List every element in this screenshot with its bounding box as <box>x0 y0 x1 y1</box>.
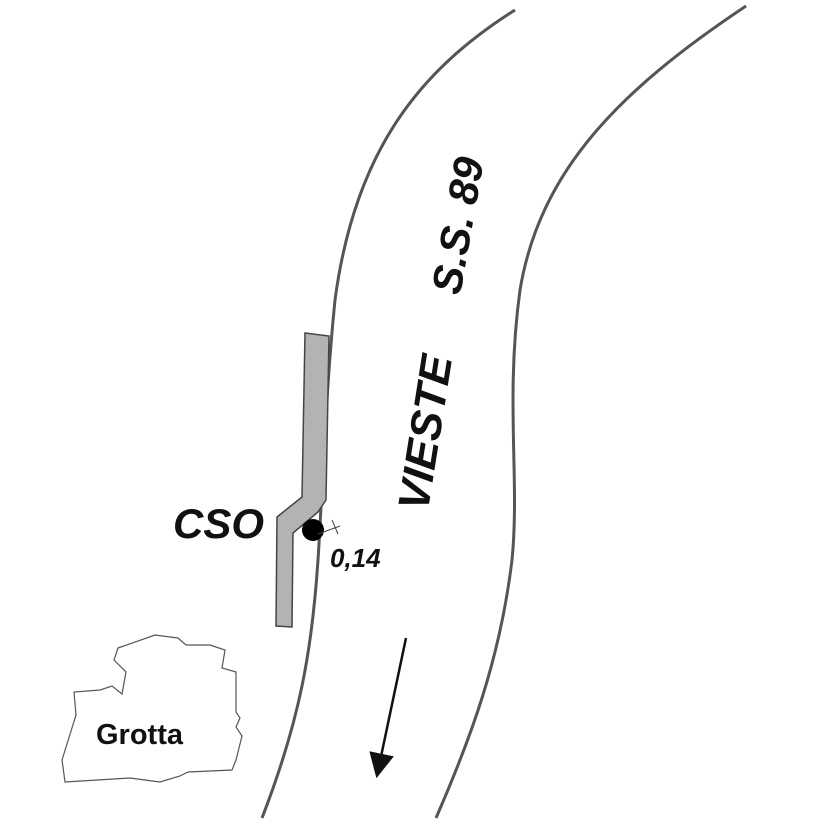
station-tick <box>317 525 341 535</box>
road-direction-label: VIESTE <box>389 350 462 514</box>
station-marker-icon <box>302 519 324 541</box>
road-right-edge <box>434 4 747 819</box>
road-left-edge <box>260 8 516 819</box>
station-label: CSO <box>173 500 264 547</box>
distance-label: 0,14 <box>330 543 381 573</box>
place-label: Grotta <box>96 719 184 751</box>
grotta-building-outline <box>61 634 243 783</box>
road-number-label: S.S. 89 <box>423 153 493 297</box>
station-tick-cross <box>331 519 339 535</box>
side-path <box>275 332 330 628</box>
direction-arrow-icon <box>369 637 408 779</box>
